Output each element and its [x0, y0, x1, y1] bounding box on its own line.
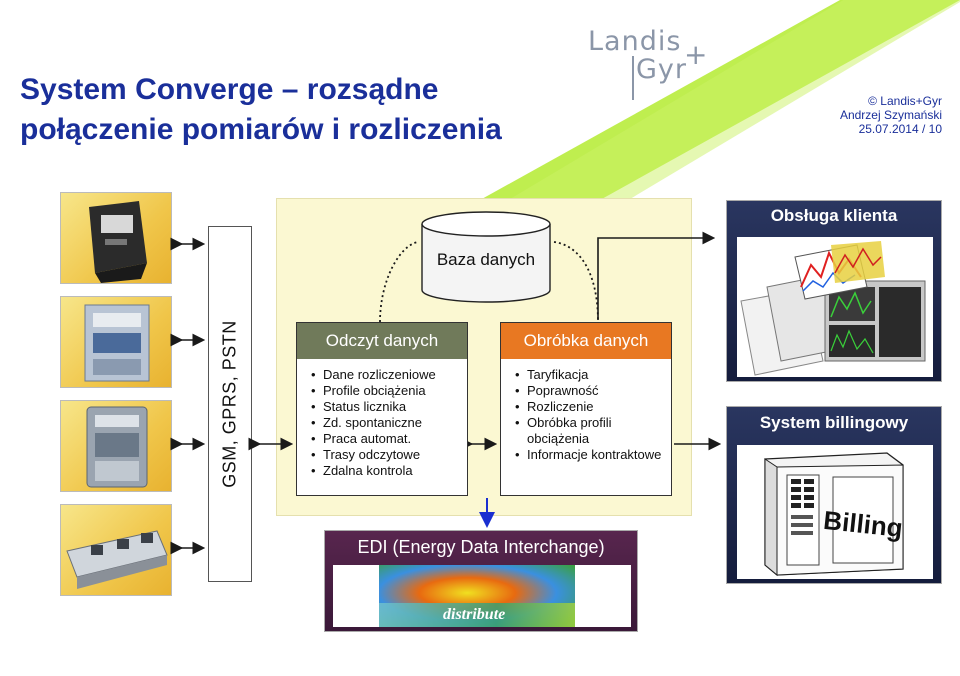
meter-image-3: [60, 400, 172, 492]
landis-gyr-logo: Landis Gyr +: [588, 26, 708, 106]
edi-image: distribute: [333, 565, 631, 627]
meter-image-4: [60, 504, 172, 596]
copyright-author: Andrzej Szymański: [839, 108, 942, 122]
logo-divider: [632, 56, 634, 100]
list-item: Rozliczenie: [515, 399, 671, 415]
list-item: Obróbka profili obciążenia: [515, 415, 671, 447]
copyright-company: © Landis+Gyr: [868, 94, 942, 108]
list-item: Praca automat.: [311, 431, 467, 447]
communication-network-box: GSM, GPRS, PSTN: [208, 226, 252, 582]
list-item: Zdalna kontrola: [311, 463, 467, 479]
list-item: Trasy odczytowe: [311, 447, 467, 463]
data-processing-title: Obróbka danych: [501, 323, 671, 359]
list-item: Profile obciążenia: [311, 383, 467, 399]
billing-system-title: System billingowy: [759, 413, 909, 432]
electric-meter-icon: [89, 201, 147, 283]
database-cylinder-icon: [421, 211, 551, 303]
list-item: Status licznika: [311, 399, 467, 415]
list-item: Informacje kontraktowe: [515, 447, 671, 463]
data-reading-list: Dane rozliczeniowe Profile obciążenia St…: [297, 359, 467, 479]
electric-meter-icon: [84, 304, 150, 382]
edi-panel: EDI (Energy Data Interchange) distribute: [324, 530, 638, 632]
data-reading-panel: Odczyt danych Dane rozliczeniowe Profile…: [296, 322, 468, 496]
title-line-2: połączenie pomiarów i rozliczenia: [20, 113, 502, 146]
logo-plus: +: [684, 38, 708, 71]
data-reading-title: Odczyt danych: [297, 323, 467, 359]
customer-service-panel: Obsługa klienta: [726, 200, 942, 382]
title-line-1: System Converge – rozsądne: [20, 73, 439, 106]
list-item: Taryfikacja: [515, 367, 671, 383]
electric-meter-icon: [86, 406, 148, 488]
copyright-block: © Landis+Gyr Andrzej Szymański 25.07.201…: [840, 94, 942, 136]
edi-banner-text: distribute: [443, 606, 505, 623]
list-item: Dane rozliczeniowe: [311, 367, 467, 383]
copyright-date-page: 25.07.2014 / 10: [858, 122, 942, 136]
logo-text-line-2: Gyr: [636, 54, 688, 85]
data-processing-panel: Obróbka danych Taryfikacja Poprawność Ro…: [500, 322, 672, 496]
logo-text-line-1: Landis: [588, 26, 682, 57]
meter-image-2: [60, 296, 172, 388]
customer-service-image: [737, 237, 933, 377]
customer-service-title: Obsługa klienta: [770, 206, 898, 225]
data-processing-list: Taryfikacja Poprawność Rozliczenie Obrób…: [501, 359, 671, 463]
edi-title: EDI (Energy Data Interchange): [357, 537, 605, 557]
page-title: System Converge – rozsądne połączenie po…: [20, 70, 502, 150]
energy-data-banner-icon: distribute: [379, 565, 575, 627]
billing-image: Billing: [737, 445, 933, 579]
server-icon: Billing: [764, 452, 904, 577]
list-item: Poprawność: [515, 383, 671, 399]
list-item: Zd. spontaniczne: [311, 415, 467, 431]
database-label: Baza danych: [436, 250, 536, 269]
billing-system-panel: System billingowy Billing: [726, 406, 942, 584]
software-screens-icon: [740, 241, 926, 376]
data-concentrator-icon: [66, 530, 168, 589]
